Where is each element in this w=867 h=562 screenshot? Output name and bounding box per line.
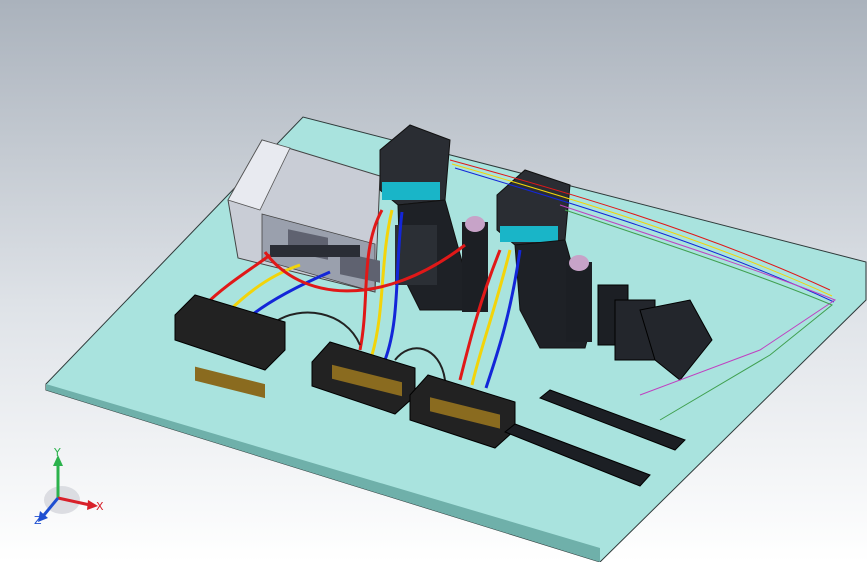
pilot-lamp-2[interactable] <box>566 255 592 342</box>
x-axis-arrow <box>57 496 91 507</box>
power-supply[interactable] <box>639 299 713 381</box>
terminal-rail-1[interactable] <box>539 389 686 451</box>
mounting-plate[interactable] <box>45 116 867 562</box>
terminal-block-1[interactable] <box>174 294 286 399</box>
terminal-rail-2[interactable] <box>504 423 651 487</box>
plc-terminal-strip <box>270 245 360 257</box>
power-wiring <box>203 209 522 389</box>
coordinate-triad: Y X Z <box>34 446 104 527</box>
z-axis-arrow <box>42 497 60 516</box>
contactor-2-terminals <box>500 226 558 242</box>
y-axis-label: Y <box>53 446 61 459</box>
control-wiring <box>449 159 837 421</box>
z-axis-label: Z <box>34 514 42 527</box>
contactor-1-terminals <box>382 182 440 200</box>
contactor-1[interactable] <box>379 124 471 311</box>
x-axis-label: X <box>96 500 104 513</box>
